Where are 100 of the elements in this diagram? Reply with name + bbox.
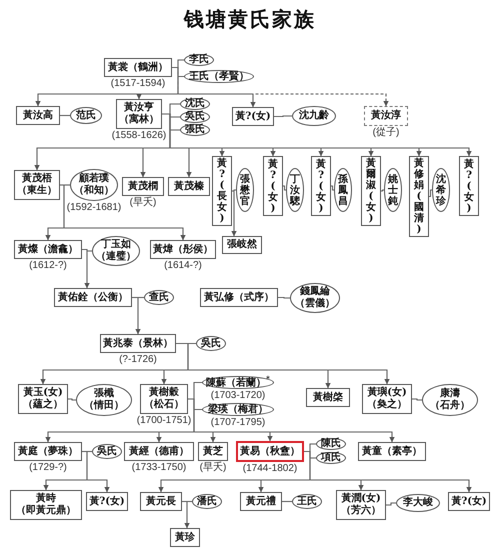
person-box	[124, 442, 194, 461]
spouse-ellipse	[180, 111, 210, 123]
name-text: 黃?(女)	[316, 158, 326, 214]
person-box	[10, 490, 82, 520]
connector-line	[386, 502, 396, 506]
name-text: 黃?(女)	[235, 110, 271, 122]
arrow	[60, 184, 186, 240]
name-text: 黃芝	[203, 446, 223, 458]
person-box	[104, 58, 172, 77]
name-text: 沈氏	[185, 98, 205, 110]
date-note: (1614-?)	[164, 260, 202, 272]
person-box	[86, 492, 128, 511]
spouse-ellipse	[196, 336, 226, 351]
name-text: 張氏	[185, 124, 205, 136]
name-text: 項氏	[321, 452, 341, 464]
person-box	[170, 528, 200, 547]
arrow	[82, 248, 90, 288]
name-text: 黃弘修（式序）	[204, 292, 274, 304]
date-note: (從子)	[372, 127, 400, 139]
person-box	[54, 288, 132, 307]
name-text: 黃汝高	[23, 110, 53, 122]
person-box	[14, 442, 82, 461]
name-text: 黃佑銓（公衡）	[58, 292, 128, 304]
arrow	[172, 66, 256, 108]
name-text: 黃茂榛	[174, 180, 204, 192]
name-text: 張懋官	[240, 174, 250, 206]
person-box	[222, 236, 262, 254]
person-box	[459, 156, 479, 216]
spouse-ellipse	[316, 438, 346, 450]
connector-line	[283, 185, 286, 191]
person-box	[448, 492, 490, 511]
name-text: 黃珍	[175, 532, 195, 544]
person-box	[409, 156, 429, 237]
spouse-ellipse	[192, 494, 222, 509]
spouse-ellipse	[236, 168, 254, 212]
name-text: 丁汝驄	[290, 174, 300, 206]
person-box	[100, 334, 176, 353]
name-text: 黃易（秋盦）	[240, 446, 300, 458]
person-box	[150, 240, 216, 259]
spouse-ellipse	[432, 168, 450, 212]
name-text: 吳氏	[185, 111, 205, 123]
spouse-ellipse	[184, 54, 214, 66]
person-box	[232, 107, 274, 126]
name-text: 查氏	[149, 292, 169, 304]
name-text: 李大峻	[403, 497, 433, 509]
arrow	[231, 190, 237, 236]
arrow	[188, 398, 395, 442]
spouse-ellipse	[70, 107, 102, 124]
name-text: 潘氏	[197, 496, 217, 508]
name-text: 黃童（素亭）	[362, 446, 422, 458]
name-text: 王氏	[297, 496, 317, 508]
name-text: 孫鳳昌	[338, 174, 348, 206]
person-box	[358, 442, 426, 461]
diagram-title: 钱塘黄氏家族	[182, 6, 317, 33]
name-text: 黃茂橍	[128, 180, 158, 192]
person-box	[14, 240, 82, 259]
date-note: (?-1726)	[119, 354, 157, 366]
spouse-ellipse	[286, 168, 304, 212]
date-note: (1558-1626)	[112, 130, 166, 142]
person-box	[168, 177, 210, 196]
person-box	[364, 106, 408, 126]
name-text: 黃?(女)	[89, 496, 125, 508]
arrow	[304, 450, 472, 492]
connector-line	[278, 296, 290, 299]
name-text: 黃玉(女)（蘊之）	[22, 387, 64, 411]
name-text: 吳氏	[97, 446, 117, 458]
date-note: (1592-1681)	[66, 202, 122, 214]
spouse-ellipse	[76, 384, 132, 416]
connector-line	[282, 500, 292, 502]
name-text: 梁瑛（梅君）	[208, 404, 268, 416]
name-text: 黃璵(女)（奐之）	[366, 387, 408, 411]
name-text: 張岐然	[227, 239, 257, 251]
date-note: (1517-1594)	[110, 78, 166, 90]
date-note: (1700-1751)	[136, 415, 192, 427]
date-note: (1707-1795)	[210, 417, 266, 429]
spouse-ellipse	[396, 494, 440, 512]
name-text: 黃元禮	[246, 496, 276, 508]
name-text: 丁玉如（連璧）	[95, 239, 137, 263]
name-text: 吳氏	[201, 338, 221, 350]
person-box	[361, 156, 381, 226]
name-text: 黃庭（夢珠）	[18, 446, 78, 458]
person-box	[306, 388, 350, 407]
date-note: (1733-1750)	[132, 462, 186, 474]
spouse-ellipse	[334, 168, 352, 212]
name-text: 張檝（情田）	[83, 388, 125, 412]
spouse-ellipse	[292, 494, 322, 509]
spouse-ellipse	[292, 106, 336, 126]
spouse-ellipse	[144, 290, 174, 305]
connector-line	[331, 185, 334, 191]
person-box	[311, 156, 331, 216]
spouse-ellipse	[384, 168, 402, 212]
date-note: (1612-?)	[29, 260, 67, 272]
name-text: 黃樹穀（松石）	[143, 387, 185, 411]
person-box	[122, 177, 164, 196]
name-text: 黃汝亨（寓林）	[119, 102, 159, 126]
date-note: (1744-1802)	[242, 463, 298, 475]
person-box	[212, 156, 232, 226]
name-text: 黃?(女)	[464, 158, 474, 214]
name-text: 李氏	[189, 54, 209, 66]
person-box	[200, 288, 278, 307]
